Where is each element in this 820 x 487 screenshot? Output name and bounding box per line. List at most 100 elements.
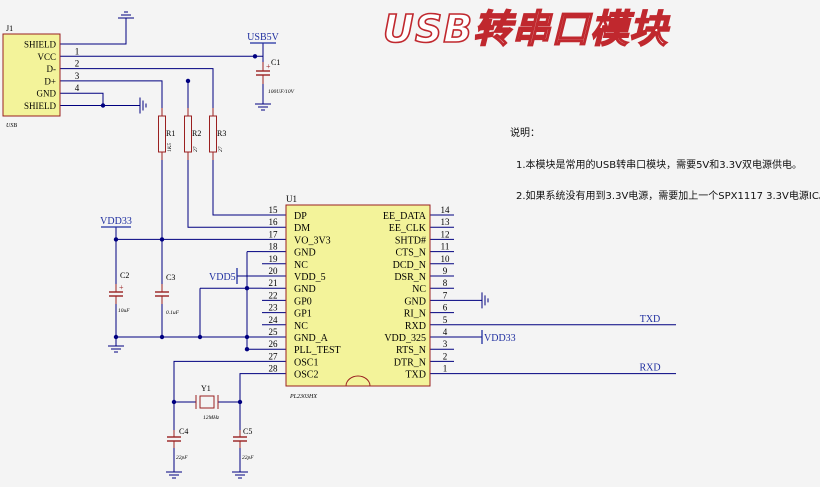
chip-left-pin-label: PLL_TEST <box>294 345 341 356</box>
chip-right-pin-label: GND <box>404 296 426 307</box>
chip-left-pin-number: 21 <box>269 278 278 288</box>
r2-body <box>184 115 192 153</box>
chip-right-pin-label: EE_CLK <box>389 223 427 234</box>
c3-ref: C3 <box>166 273 175 282</box>
chip-left-pin-label: GND <box>294 248 316 259</box>
c5-ref: C5 <box>243 427 252 436</box>
net-vdd5: VDD5 <box>209 272 236 283</box>
chip-left-pin-number: 16 <box>269 217 279 227</box>
chip-body <box>285 204 431 387</box>
chip-left-pin-number: 18 <box>269 242 279 252</box>
chip-left-pin-label: OSC1 <box>294 357 318 368</box>
chip-left-pin-number: 27 <box>269 351 279 361</box>
r3-value: 27 <box>218 146 224 152</box>
usb-pin-number: 2 <box>75 59 80 69</box>
chip-left-pin-label: NC <box>294 321 308 332</box>
c2-value: 10uF <box>118 308 130 314</box>
components <box>2 11 489 479</box>
chip-right-pin-number: 9 <box>443 266 448 276</box>
junction-dot <box>100 103 106 108</box>
chip-left-pin-number: 26 <box>269 339 279 349</box>
chip-left-pin-label: VO_3V3 <box>294 235 331 246</box>
net-vdd33: VDD33 <box>100 216 132 227</box>
notes-heading: 说明： <box>510 128 540 139</box>
label: + <box>266 62 271 71</box>
usb-connector-body <box>2 33 61 117</box>
usb-pin-label: D+ <box>44 76 56 86</box>
usb-pin-number: 4 <box>75 83 80 93</box>
y1-body <box>199 395 215 409</box>
chip-right-pin-label: TXD <box>405 370 426 381</box>
chip-part: PL2303HX <box>289 394 317 400</box>
c1-top-wire <box>255 55 264 62</box>
usb-pin-number: 1 <box>75 46 80 56</box>
dm-wire <box>187 160 262 228</box>
chip-right-pin-number: 11 <box>441 242 450 252</box>
chip-right-pin-number: 14 <box>441 205 451 215</box>
dp-wire <box>212 160 262 216</box>
vo3v3-wire <box>115 227 262 240</box>
usb-pin-label: D- <box>47 64 57 74</box>
gnd-bus-vertical <box>246 251 262 350</box>
chip-left-pin-number: 15 <box>269 205 279 215</box>
chip-left-pin-label: OSC2 <box>294 370 318 381</box>
chip-right-pin-label: NC <box>412 284 426 295</box>
c1-value: 100UF/10V <box>268 89 295 95</box>
chip-right-pin-label: RTS_N <box>396 345 426 356</box>
r2-ref: R2 <box>192 129 201 138</box>
chip-left-pin-number: 19 <box>269 254 279 264</box>
chip-right-pin-number: 8 <box>443 278 448 288</box>
chip-left-pin-label: DP <box>294 211 307 222</box>
labels: J1USBSHIELDVCC1D-2D+3GND4SHIELDU1PL2303H… <box>6 24 661 461</box>
chip-left-pin-label: DM <box>294 223 310 234</box>
chip-left-pin-number: 23 <box>269 303 279 313</box>
chip-right-pin-number: 2 <box>443 351 448 361</box>
usb-connector-ref: J1 <box>6 24 13 33</box>
y1-value: 12MHz <box>203 415 220 421</box>
net-vdd33-b: VDD33 <box>484 333 516 344</box>
chip-right-pin-label: EE_DATA <box>383 211 427 222</box>
chip-right-pin-label: RI_N <box>404 309 426 320</box>
usb-gnd-wire <box>60 92 104 106</box>
r3-ref: R3 <box>217 129 226 138</box>
dminus-wire <box>60 68 214 108</box>
chip-left-pin-number: 17 <box>269 229 279 239</box>
chip-left-pin-number: 28 <box>269 364 279 374</box>
chip-right-pin-label: VDD_325 <box>384 333 426 344</box>
chip-left-pin-number: 25 <box>269 327 279 337</box>
chip-left-pin-label: VDD_5 <box>294 272 326 283</box>
chip-left-pin-label: GP1 <box>294 309 312 320</box>
chip-left-pin-number: 22 <box>269 290 278 300</box>
chip-notch <box>345 375 371 387</box>
chip-right-pin-number: 7 <box>443 290 448 300</box>
c3-value: 0.1uF <box>166 310 180 316</box>
c2-ref: C2 <box>120 271 129 280</box>
chip-right-pin-number: 4 <box>443 327 448 337</box>
note-line-1: 1.本模块是常用的USB转串口模块，需要5V和3.3V双电源供电。 <box>516 160 803 171</box>
dplus-wire <box>60 80 163 108</box>
r1-body <box>158 115 166 153</box>
shield-top-wire <box>60 18 127 45</box>
chip-right-pin-number: 3 <box>443 339 448 349</box>
usb-pin-label: VCC <box>37 52 56 62</box>
usb-pin-label: SHIELD <box>24 40 56 50</box>
wires <box>60 18 676 472</box>
junction-dot <box>244 347 250 352</box>
notes-block: 说明： 1.本模块是常用的USB转串口模块，需要5V和3.3V双电源供电。 2.… <box>510 124 820 218</box>
r1-value: 1K5 <box>167 143 173 152</box>
c1-ref: C1 <box>271 58 280 67</box>
chip-left-pin-label: GND <box>294 284 316 295</box>
chip-right-pin-label: CTS_N <box>395 248 426 259</box>
net-rxd: RXD <box>639 363 660 374</box>
chip-right-pin-number: 13 <box>441 217 451 227</box>
chip-right-pin-label: SHTD# <box>395 235 426 246</box>
osc1-wire <box>173 360 262 430</box>
label: + <box>119 283 124 292</box>
c5-value: 22pF <box>242 455 254 461</box>
net-txd: TXD <box>640 314 661 325</box>
usb-pin-number: 3 <box>75 71 80 81</box>
chip-right-pin-number: 5 <box>443 315 448 325</box>
chip-right-pin-number: 1 <box>443 364 448 374</box>
c4-ref: C4 <box>179 427 188 436</box>
schematic-title: USB转串口模块 <box>382 6 669 52</box>
